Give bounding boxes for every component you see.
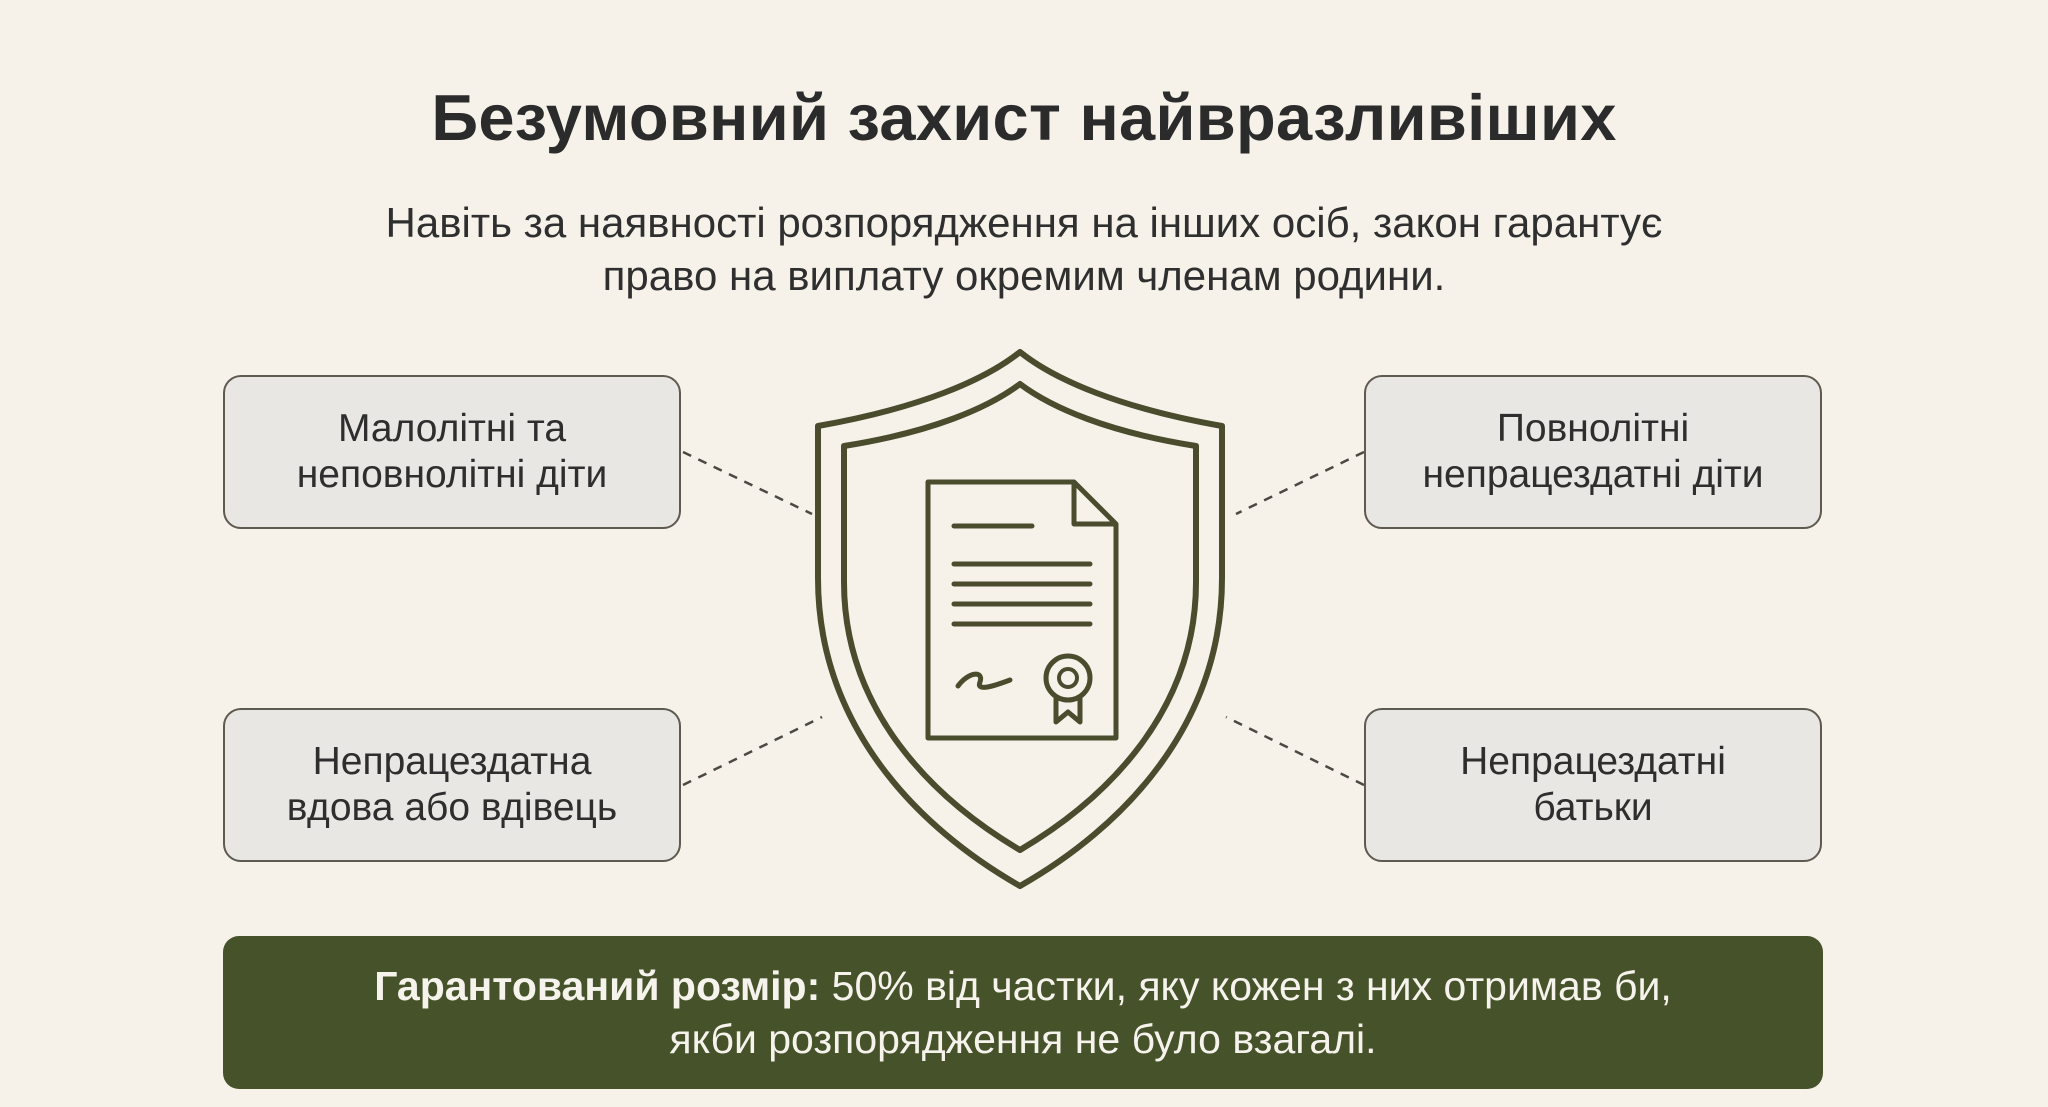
card-line: батьки (1533, 786, 1653, 829)
card-line: Повнолітні (1496, 407, 1690, 450)
card-line: неповнолітні діти (296, 453, 608, 496)
guarantee-line-1: Гарантований розмір: 50% від частки, яку… (283, 960, 1763, 1013)
card-text: Малолітні та неповнолітні діти (243, 406, 661, 498)
card-line: непрацездатні діти (1422, 453, 1764, 496)
card-text: Непрацездатна вдова або вдівець (243, 739, 661, 831)
page-subtitle: Навіть за наявності розпорядження на інш… (224, 196, 1824, 302)
document-icon (925, 479, 1119, 741)
connector-top-right (1235, 450, 1365, 516)
card-line: вдова або вдівець (286, 786, 618, 829)
shield-icon (815, 349, 1225, 889)
guarantee-line-2: якби розпорядження не було взагалі. (669, 1015, 1377, 1062)
guarantee-text: Гарантований розмір: 50% від частки, яку… (283, 960, 1763, 1066)
connector-bottom-right (1225, 715, 1365, 787)
card-line: Малолітні та (337, 407, 567, 450)
card-top-right: Повнолітні непрацездатні діти (1364, 375, 1822, 529)
subtitle-line-2: право на виплату окремим членам родини. (602, 252, 1446, 299)
guarantee-label: Гарантований розмір: (374, 962, 821, 1009)
subtitle-line-1: Навіть за наявності розпорядження на інш… (385, 199, 1663, 246)
guarantee-banner: Гарантований розмір: 50% від частки, яку… (223, 936, 1823, 1089)
guarantee-value: 50% від частки, яку кожен з них отримав … (820, 962, 1672, 1009)
card-line: Непрацездатні (1460, 740, 1726, 783)
seal-icon (1043, 653, 1093, 725)
card-bottom-right: Непрацездатні батьки (1364, 708, 1822, 862)
card-bottom-left: Непрацездатна вдова або вдівець (223, 708, 681, 862)
card-line: Непрацездатна (312, 740, 592, 783)
card-text: Повнолітні непрацездатні діти (1384, 406, 1802, 498)
page-title: Безумовний захист найвразливіших (431, 81, 1617, 154)
shield-document-icon (800, 346, 1240, 892)
connector-top-left (682, 450, 813, 516)
card-top-left: Малолітні та неповнолітні діти (223, 375, 681, 529)
card-text: Непрацездатні батьки (1384, 739, 1802, 831)
